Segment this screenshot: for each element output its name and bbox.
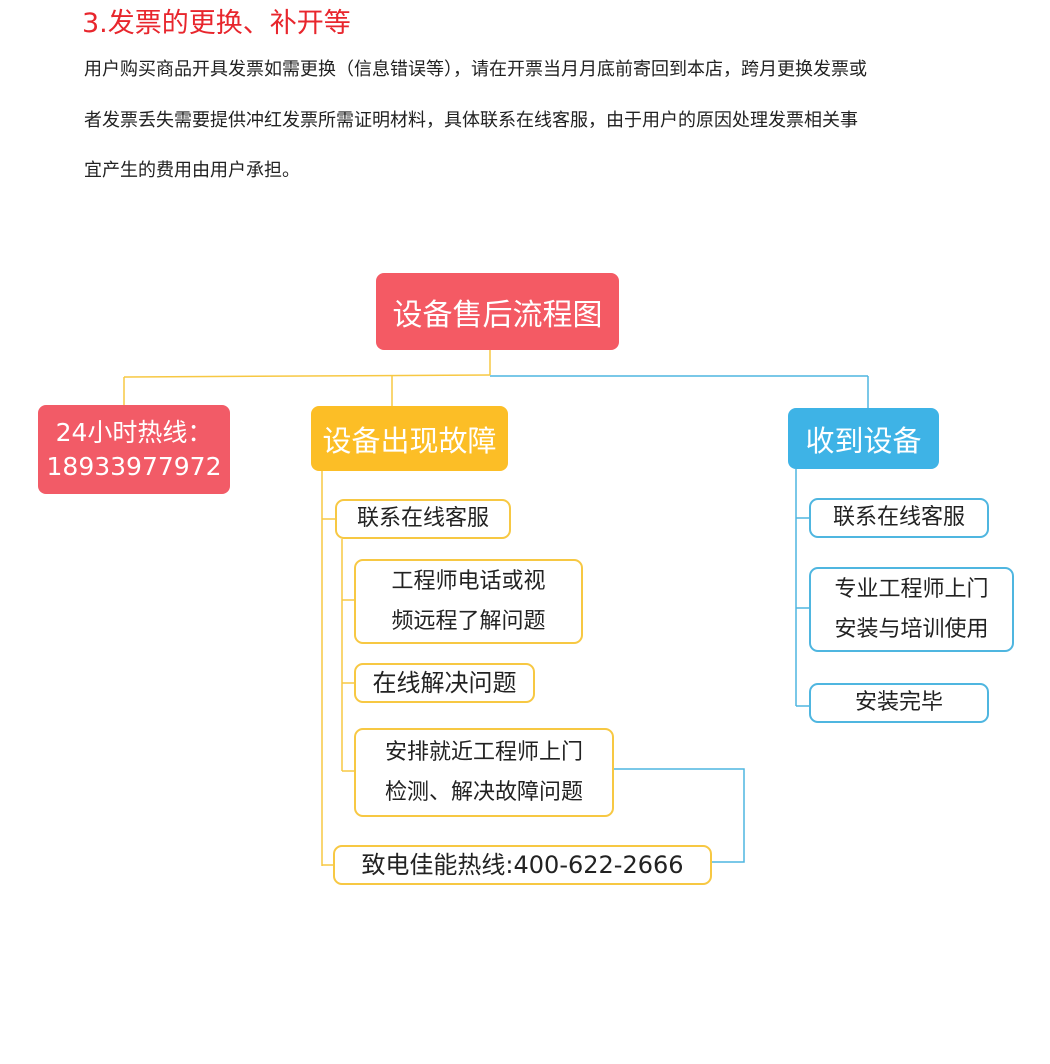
fault-step-remote-line2: 频远程了解问题 (391, 608, 546, 634)
received-step-install: 专业工程师上门 安装与培训使用 (809, 567, 1014, 652)
flowchart-title: 设备售后流程图 (376, 273, 619, 350)
paragraph-line-2: 者发票丢失需要提供冲红发票所需证明材料，具体联系在线客服，由于用户的原因处理发票… (84, 110, 858, 131)
connector-onsite-to-canon (614, 768, 745, 863)
received-step-install-line2: 安装与培训使用 (834, 616, 989, 642)
hotline-box: 24小时热线： 18933977972 (38, 405, 230, 494)
received-box: 收到设备 (788, 408, 939, 469)
section-heading: 3.发票的更换、补开等 (82, 8, 351, 39)
paragraph-line-3: 宜产生的费用由用户承担。 (84, 160, 300, 181)
fault-step-online: 在线解决问题 (354, 663, 535, 703)
fault-step-onsite: 安排就近工程师上门 检测、解决故障问题 (354, 728, 614, 817)
received-step-install-line1: 专业工程师上门 (834, 576, 989, 602)
fault-step-remote: 工程师电话或视 频远程了解问题 (354, 559, 583, 644)
fault-step-canon-hotline: 致电佳能热线:400-622-2666 (333, 845, 712, 885)
hotline-number: 18933977972 (46, 451, 222, 481)
fault-box: 设备出现故障 (311, 406, 508, 471)
fault-step-onsite-line2: 检测、解决故障问题 (384, 779, 583, 805)
fault-step-remote-line1: 工程师电话或视 (391, 568, 546, 594)
fault-step-contact: 联系在线客服 (335, 499, 511, 539)
paragraph-line-1: 用户购买商品开具发票如需更换（信息错误等），请在开票当月月底前寄回到本店，跨月更… (84, 59, 867, 80)
connector-left-branch (123, 374, 491, 378)
hotline-label: 24小时热线： (55, 417, 213, 447)
received-step-contact: 联系在线客服 (809, 498, 989, 538)
fault-step-onsite-line1: 安排就近工程师上门 (384, 739, 583, 765)
received-step-done: 安装完毕 (809, 683, 989, 723)
